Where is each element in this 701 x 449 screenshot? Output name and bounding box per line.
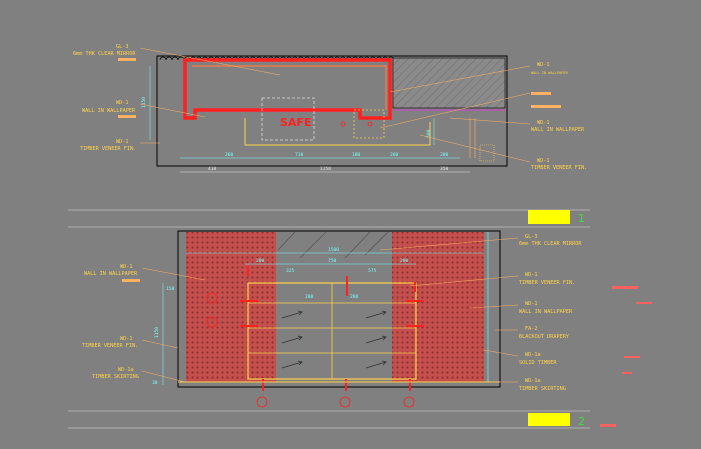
- ceiling-scallop: [159, 56, 395, 61]
- label-desc: 6mm THK CLEAR MIRROR: [73, 51, 136, 57]
- label-code: WD-1: [525, 272, 538, 278]
- label-desc: BLACKOUT DRAPERY: [519, 334, 570, 340]
- label-code: WD-1: [537, 158, 550, 164]
- label-desc: WALL IN WALLPAPER: [531, 127, 585, 133]
- view2-right-labels: GL-3 6mm THK CLEAR MIRROR WD-1 TIMBER VE…: [379, 234, 582, 392]
- label-desc: TIMBER VENEER FIN.: [519, 280, 575, 286]
- dim-top: 1500: [328, 247, 339, 253]
- label-desc: WALL IN WALLPAPER: [84, 271, 138, 277]
- dim-inner-1: 325: [286, 268, 295, 274]
- title-block-yellow: [528, 210, 570, 224]
- view1-right-labels: WD-1 WALL IN WALLPAPER WD-1 WALL IN WALL…: [379, 62, 587, 171]
- dim-shelf-1: 280: [305, 294, 314, 300]
- dim-mid-1: 200: [256, 258, 265, 264]
- wallpaper-panel-left: [186, 232, 276, 382]
- elevation-view-2: 1500 200 750 200 325 575 280 280: [68, 230, 652, 429]
- v-dim-right: 500: [426, 129, 432, 138]
- v-dim-1: 150: [166, 286, 175, 292]
- dim-shelf-2: 280: [350, 294, 359, 300]
- elevation-view-1: SAFE 1150 500 260 710 180 260 200 410 11…: [68, 44, 590, 228]
- safe-label: SAFE: [280, 116, 311, 129]
- marker-circle: [367, 121, 373, 127]
- view1-frame: [156, 55, 508, 167]
- dim-mid-3: 200: [400, 258, 409, 264]
- dim-lower-3: 180: [352, 152, 361, 158]
- label-desc: TIMBER VENEER FIN.: [80, 146, 136, 152]
- label-desc: WALL IN WALLPAPER: [82, 108, 136, 114]
- label-code: WD-1a: [525, 352, 541, 358]
- label-desc: WALL IN WALLPAPER: [531, 71, 569, 75]
- label-desc: TIMBER SKIRTING: [92, 374, 139, 380]
- label-code: WD-1: [116, 139, 129, 145]
- red-note-marks: [600, 286, 652, 427]
- desk-outline: [244, 118, 431, 146]
- label-code: WD-1: [116, 100, 129, 106]
- label-code: WD-1: [537, 120, 550, 126]
- marker-circle: [340, 121, 346, 127]
- dim-overall-2: 1150: [320, 166, 331, 172]
- label-code: WD-1a: [118, 367, 134, 373]
- blind-lines: [469, 118, 495, 162]
- title-number-1: 1: [578, 212, 585, 225]
- label-code: FA-2: [525, 326, 538, 332]
- label-code: WD-1a: [525, 378, 541, 384]
- yellow-dashed-box: [353, 109, 385, 139]
- dim-mid-2: 750: [328, 258, 337, 264]
- label-code: WD-1: [120, 264, 133, 270]
- label-code: GL-3: [525, 234, 538, 240]
- v-dim-3: 30: [152, 380, 158, 386]
- v-dim-2: 1150: [154, 327, 160, 338]
- dim-lower-5: 200: [440, 152, 449, 158]
- dim-lower-2: 710: [295, 152, 304, 158]
- label-code: GL-3: [116, 44, 129, 50]
- mirror-diagonals: [277, 231, 389, 259]
- view2-left-labels: WD-1 WALL IN WALLPAPER WD-1 TIMBER VENEE…: [82, 264, 206, 383]
- title-block-yellow: [528, 413, 570, 426]
- dim-overall-3: 350: [440, 166, 449, 172]
- dim-overall-1: 410: [208, 166, 217, 172]
- drawer-arrows: [281, 310, 387, 369]
- title-number-2: 2: [578, 415, 585, 428]
- v-dim-height: 1150: [141, 97, 147, 108]
- safe-dashed-box: [261, 97, 315, 141]
- view2-frame: [177, 230, 501, 388]
- label-desc: TIMBER SKIRTING: [519, 386, 566, 392]
- label-code: WD-1: [120, 336, 133, 342]
- label-desc: 6mm THK CLEAR MIRROR: [519, 241, 582, 247]
- dim-lower-4: 260: [390, 152, 399, 158]
- view1-left-labels: GL-3 6mm THK CLEAR MIRROR WD-1 WALL IN W…: [73, 44, 281, 152]
- label-code: WD-1: [537, 62, 550, 68]
- label-code: WD-1: [525, 301, 538, 307]
- red-handles: [240, 266, 424, 391]
- dim-inner-2: 575: [368, 268, 377, 274]
- cabinet-inner-outline: [192, 65, 387, 110]
- label-desc: SOLID TIMBER: [519, 360, 557, 366]
- wallpaper-panel-right: [392, 232, 484, 382]
- label-desc: WALL IN WALLPAPER: [519, 309, 573, 315]
- label-desc: TIMBER VENEER FIN.: [82, 343, 138, 349]
- cabinet-red-outline: [183, 58, 392, 120]
- section-markers: [206, 292, 415, 408]
- hatched-ceiling-panel: [392, 57, 506, 109]
- dim-lower-1: 260: [225, 152, 234, 158]
- label-desc: TIMBER VENEER FIN.: [531, 165, 587, 171]
